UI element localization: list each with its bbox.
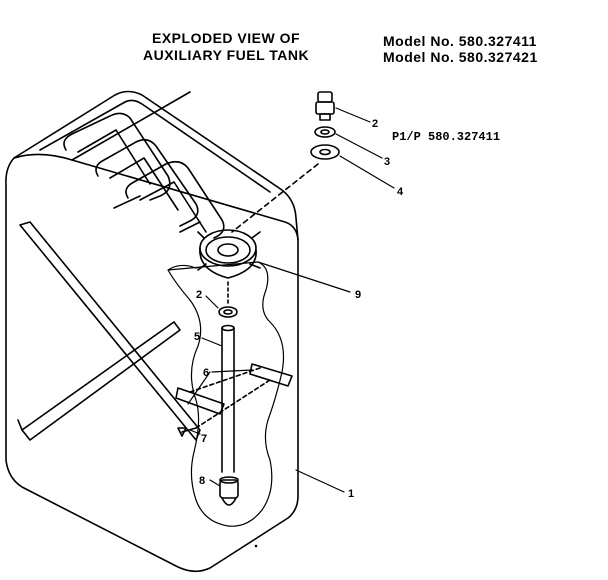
callout-7: 7 [201, 433, 207, 445]
assembly-line [231, 163, 319, 233]
diagram-title-line1: EXPLODED VIEW OF [152, 30, 301, 46]
fuel-filter [219, 476, 239, 506]
callout-9: 9 [355, 289, 361, 301]
callout-2-top: 2 [372, 118, 378, 130]
part-number-note: P1/P 580.327411 [392, 130, 501, 144]
pickup-tube [221, 324, 235, 473]
callout-3: 3 [384, 156, 390, 168]
leader-lines [187, 107, 395, 493]
filler-neck [197, 229, 261, 279]
fuel-tank-body [5, 90, 299, 573]
callout-6: 6 [203, 367, 209, 379]
fitting-assembly [310, 91, 340, 160]
tank-x-brace [17, 221, 201, 441]
model-number-2: Model No. 580.327421 [383, 49, 538, 65]
diagram-title-line2: AUXILIARY FUEL TANK [143, 47, 310, 63]
callout-8: 8 [199, 475, 205, 487]
inner-grommet [218, 281, 238, 318]
screw [177, 379, 271, 437]
tank-cutaway [167, 261, 285, 527]
stray-dot [254, 544, 258, 548]
callout-5: 5 [194, 331, 200, 343]
callout-4: 4 [397, 186, 404, 198]
callout-2-inner: 2 [196, 289, 202, 301]
callout-1: 1 [348, 488, 354, 500]
model-number-1: Model No. 580.327411 [383, 33, 537, 49]
tank-handles [63, 112, 225, 239]
